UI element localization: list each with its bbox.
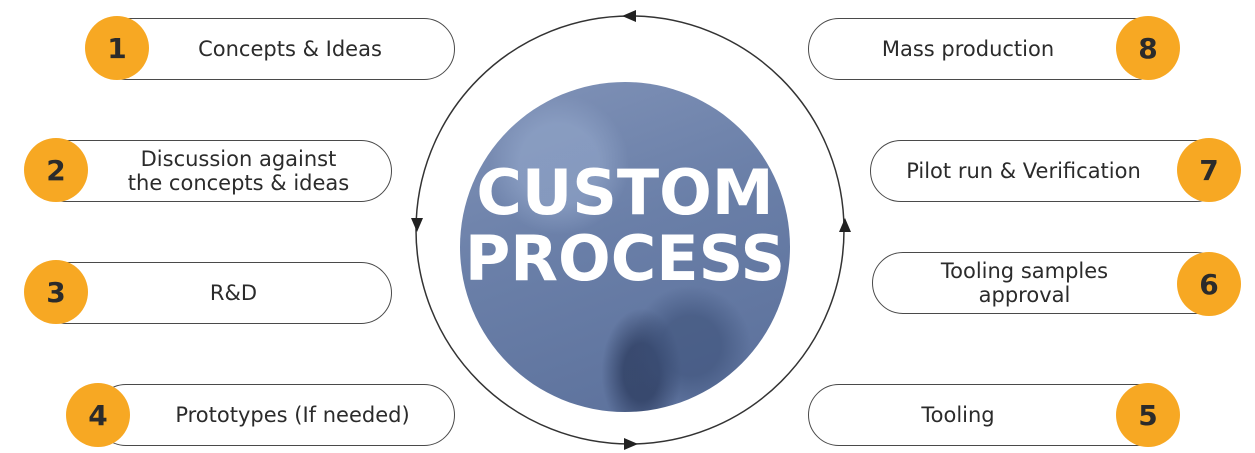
step-5-badge: 5 bbox=[1116, 383, 1180, 447]
step-3-pill: R&D bbox=[35, 262, 392, 324]
step-6-label: Tooling samples approval bbox=[893, 253, 1156, 313]
step-1-badge: 1 bbox=[85, 16, 149, 80]
step-2-label: Discussion against the concepts & ideas bbox=[96, 141, 381, 201]
step-1-label: Concepts & Ideas bbox=[198, 37, 382, 61]
step-6-pill: Tooling samples approval bbox=[872, 252, 1227, 314]
cycle-arrow-right bbox=[839, 218, 851, 232]
center-title-line1: CUSTOM bbox=[476, 156, 774, 229]
step-2-label-line2: the concepts & ideas bbox=[127, 171, 350, 195]
step-4-pill: Prototypes (If needed) bbox=[95, 384, 455, 446]
step-4-badge: 4 bbox=[66, 383, 130, 447]
step-6-badge: 6 bbox=[1177, 252, 1241, 316]
step-4-label: Prototypes (If needed) bbox=[175, 403, 410, 427]
step-3-badge: 3 bbox=[24, 260, 88, 324]
step-8-label: Mass production bbox=[881, 37, 1055, 61]
step-5-label: Tooling bbox=[921, 403, 995, 427]
step-7-badge: 7 bbox=[1177, 138, 1241, 202]
step-2-pill: Discussion against the concepts & ideas bbox=[35, 140, 392, 202]
center-title: CUSTOM PROCESS bbox=[460, 160, 790, 292]
cycle-arrow-bottom bbox=[624, 438, 638, 450]
step-8-pill: Mass production bbox=[808, 18, 1168, 80]
center-photo-circle bbox=[460, 82, 790, 412]
cycle-arrow-left bbox=[411, 218, 423, 232]
step-7-pill: Pilot run & Verification bbox=[870, 140, 1227, 202]
step-1-pill: Concepts & Ideas bbox=[95, 18, 455, 80]
step-5-pill: Tooling bbox=[808, 384, 1168, 446]
step-6-label-line2: approval bbox=[978, 283, 1071, 307]
step-6-label-line1: Tooling samples bbox=[940, 259, 1109, 283]
step-2-label-line1: Discussion against bbox=[140, 147, 337, 171]
cycle-arrow-top bbox=[622, 10, 636, 22]
step-3-label: R&D bbox=[209, 281, 258, 305]
step-8-badge: 8 bbox=[1116, 16, 1180, 80]
step-2-badge: 2 bbox=[24, 138, 88, 202]
center-title-line2: PROCESS bbox=[464, 222, 786, 295]
step-7-label: Pilot run & Verification bbox=[906, 159, 1141, 183]
